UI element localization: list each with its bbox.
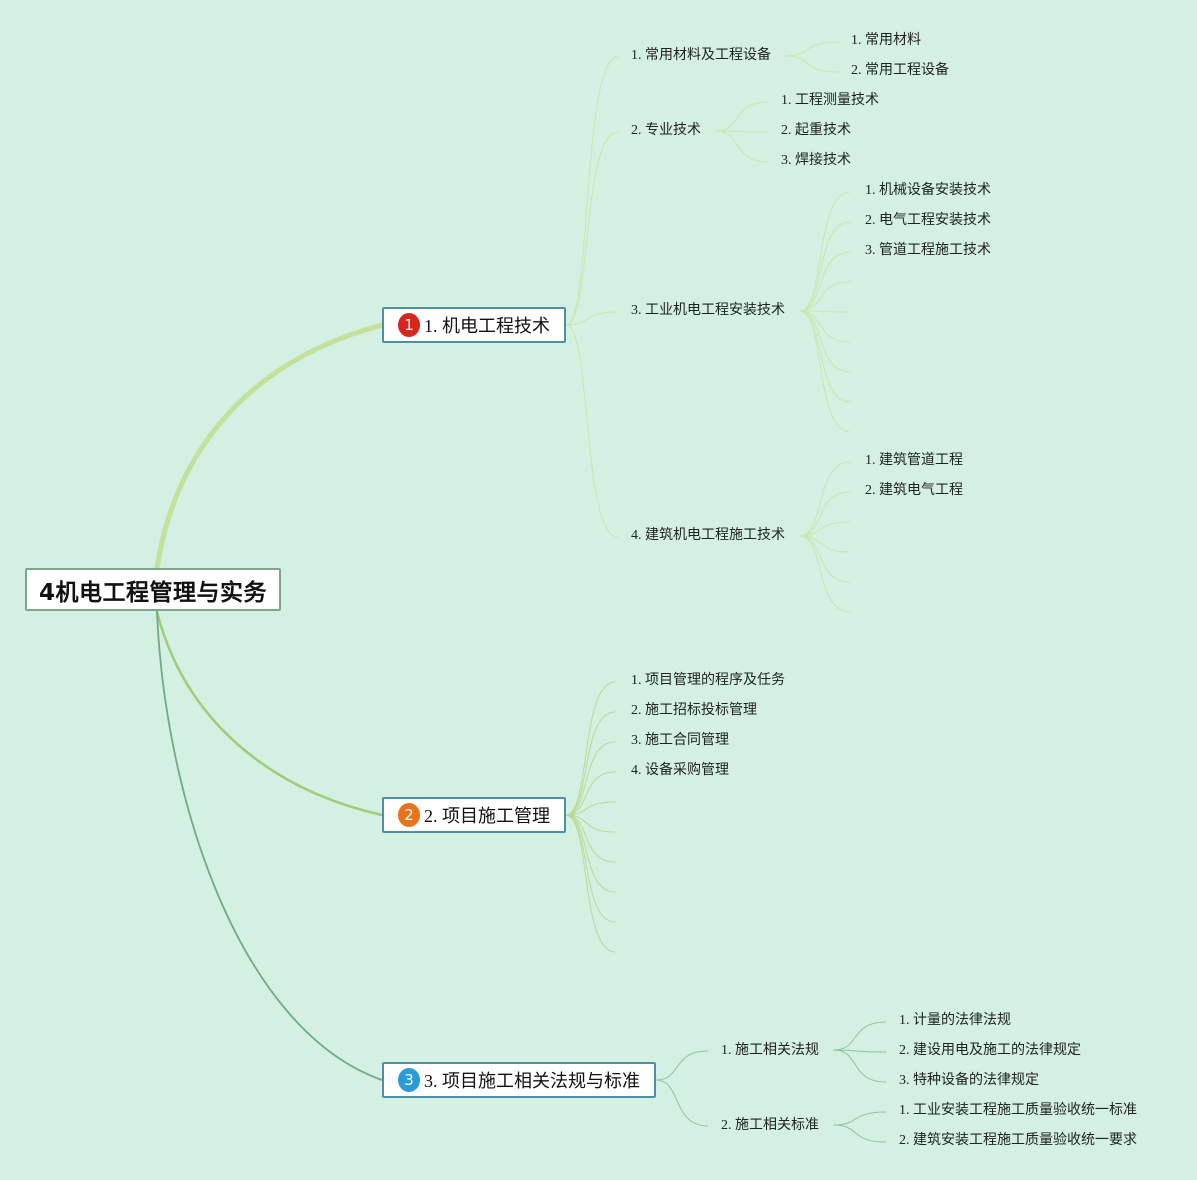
sub2-leaf1-line xyxy=(715,101,769,132)
subtopic-2-1[interactable]: 1. 项目管理的程序及任务 xyxy=(631,673,785,688)
leaf-1-4-1[interactable]: 1. 建筑管道工程 xyxy=(865,453,963,468)
b1-to-sub4-line xyxy=(565,324,619,538)
sub3-leaf-line-7 xyxy=(799,310,851,373)
sub3-leaf-line-4 xyxy=(799,281,851,312)
b3-sub1-leaf1-line xyxy=(833,1021,887,1051)
sub1-leaf1-line xyxy=(785,41,839,57)
b2-sub-line-3 xyxy=(565,741,616,816)
leaf-1-2-3[interactable]: 3. 焊接技术 xyxy=(781,153,851,168)
subtopic-3-1[interactable]: 1. 施工相关法规 xyxy=(721,1043,819,1058)
leaf-3-2-2[interactable]: 2. 建筑安装工程施工质量验收统一要求 xyxy=(899,1133,1137,1148)
leaf-1-3-3[interactable]: 3. 管道工程施工技术 xyxy=(865,243,991,258)
leaf-3-1-3[interactable]: 3. 特种设备的法律规定 xyxy=(899,1073,1039,1088)
root-to-branch-3-line xyxy=(156,611,383,1081)
leaf-1-4-2[interactable]: 2. 建筑电气工程 xyxy=(865,483,963,498)
branch-node-1[interactable]: 1 1. 机电工程技术 xyxy=(382,307,566,343)
sub3-leaf-line-5 xyxy=(799,310,851,313)
b2-sub-line-7 xyxy=(565,814,616,863)
leaf-1-1-2[interactable]: 2. 常用工程设备 xyxy=(851,63,949,78)
sub4-leaf-line-6 xyxy=(799,535,851,613)
sub2-leaf2-line xyxy=(715,130,769,133)
branch-node-3[interactable]: 3 3. 项目施工相关法规与标准 xyxy=(382,1062,656,1098)
leaf-1-1-1[interactable]: 1. 常用材料 xyxy=(851,33,921,48)
root-to-branch-2-line xyxy=(155,610,384,817)
leaf-1-2-1[interactable]: 1. 工程测量技术 xyxy=(781,93,879,108)
b1-to-sub1-line xyxy=(565,56,619,326)
subtopic-2-2[interactable]: 2. 施工招标投标管理 xyxy=(631,703,757,718)
subtopic-2-4[interactable]: 4. 设备采购管理 xyxy=(631,763,729,778)
sub3-leaf-line-6 xyxy=(799,310,851,343)
leaf-1-3-2[interactable]: 2. 电气工程安装技术 xyxy=(865,213,991,228)
sub1-leaf2-line xyxy=(785,55,839,73)
sub4-leaf-line-5 xyxy=(799,535,851,583)
b3-sub1-leaf2-line xyxy=(833,1049,887,1053)
b2-sub-line-1 xyxy=(565,681,616,816)
sub3-leaf-line-1 xyxy=(799,191,851,312)
sub3-leaf-line-2 xyxy=(799,221,851,312)
b3-to-sub1-line xyxy=(655,1050,709,1081)
priority-3-icon: 3 xyxy=(398,1068,420,1092)
root-topic[interactable]: 4机电工程管理与实务 xyxy=(25,568,281,611)
b3-sub2-leaf1-line xyxy=(833,1111,887,1126)
sub4-leaf-line-1 xyxy=(799,461,851,537)
leaf-3-1-1[interactable]: 1. 计量的法律法规 xyxy=(899,1013,1011,1028)
leaf-1-2-2[interactable]: 2. 起重技术 xyxy=(781,123,851,138)
branch-label-2: 2. 项目施工管理 xyxy=(424,806,550,826)
leaf-3-1-2[interactable]: 2. 建设用电及施工的法律规定 xyxy=(899,1043,1081,1058)
b2-sub-line-6 xyxy=(565,814,616,833)
root-topic-label: 4机电工程管理与实务 xyxy=(38,579,267,606)
b1-to-sub3-line xyxy=(565,311,619,326)
subtopic-1-4[interactable]: 4. 建筑机电工程施工技术 xyxy=(631,528,785,543)
b1-to-sub2-line xyxy=(565,131,619,326)
sub3-leaf-line-3 xyxy=(799,251,851,312)
branch-label-3: 3. 项目施工相关法规与标准 xyxy=(424,1071,640,1091)
leaf-3-2-1[interactable]: 1. 工业安装工程施工质量验收统一标准 xyxy=(899,1103,1137,1118)
subtopic-1-2[interactable]: 2. 专业技术 xyxy=(631,123,701,138)
b3-to-sub2-line xyxy=(655,1079,709,1127)
priority-2-icon: 2 xyxy=(398,803,420,827)
sub4-leaf-line-3 xyxy=(799,521,851,537)
root-to-branch-1-line xyxy=(154,322,385,571)
b2-sub-line-10 xyxy=(565,814,616,953)
sub4-leaf-line-4 xyxy=(799,535,851,553)
sub2-leaf3-line xyxy=(715,130,769,163)
subtopic-2-3[interactable]: 3. 施工合同管理 xyxy=(631,733,729,748)
branch-node-2[interactable]: 2 2. 项目施工管理 xyxy=(382,797,566,833)
b3-sub2-leaf2-line xyxy=(833,1124,887,1143)
sub3-leaf-line-9 xyxy=(799,310,851,433)
priority-1-icon: 1 xyxy=(398,313,420,337)
subtopic-1-1[interactable]: 1. 常用材料及工程设备 xyxy=(631,48,771,63)
b2-sub-line-5 xyxy=(565,801,616,816)
sub3-leaf-line-8 xyxy=(799,310,851,403)
sub4-leaf-line-2 xyxy=(799,491,851,537)
branch-label-1: 1. 机电工程技术 xyxy=(424,316,550,336)
subtopic-1-3[interactable]: 3. 工业机电工程安装技术 xyxy=(631,303,785,318)
b2-sub-line-2 xyxy=(565,711,616,816)
leaf-1-3-1[interactable]: 1. 机械设备安装技术 xyxy=(865,183,991,198)
b3-sub1-leaf3-line xyxy=(833,1049,887,1083)
subtopic-3-2[interactable]: 2. 施工相关标准 xyxy=(721,1118,819,1133)
b2-sub-line-4 xyxy=(565,771,616,816)
